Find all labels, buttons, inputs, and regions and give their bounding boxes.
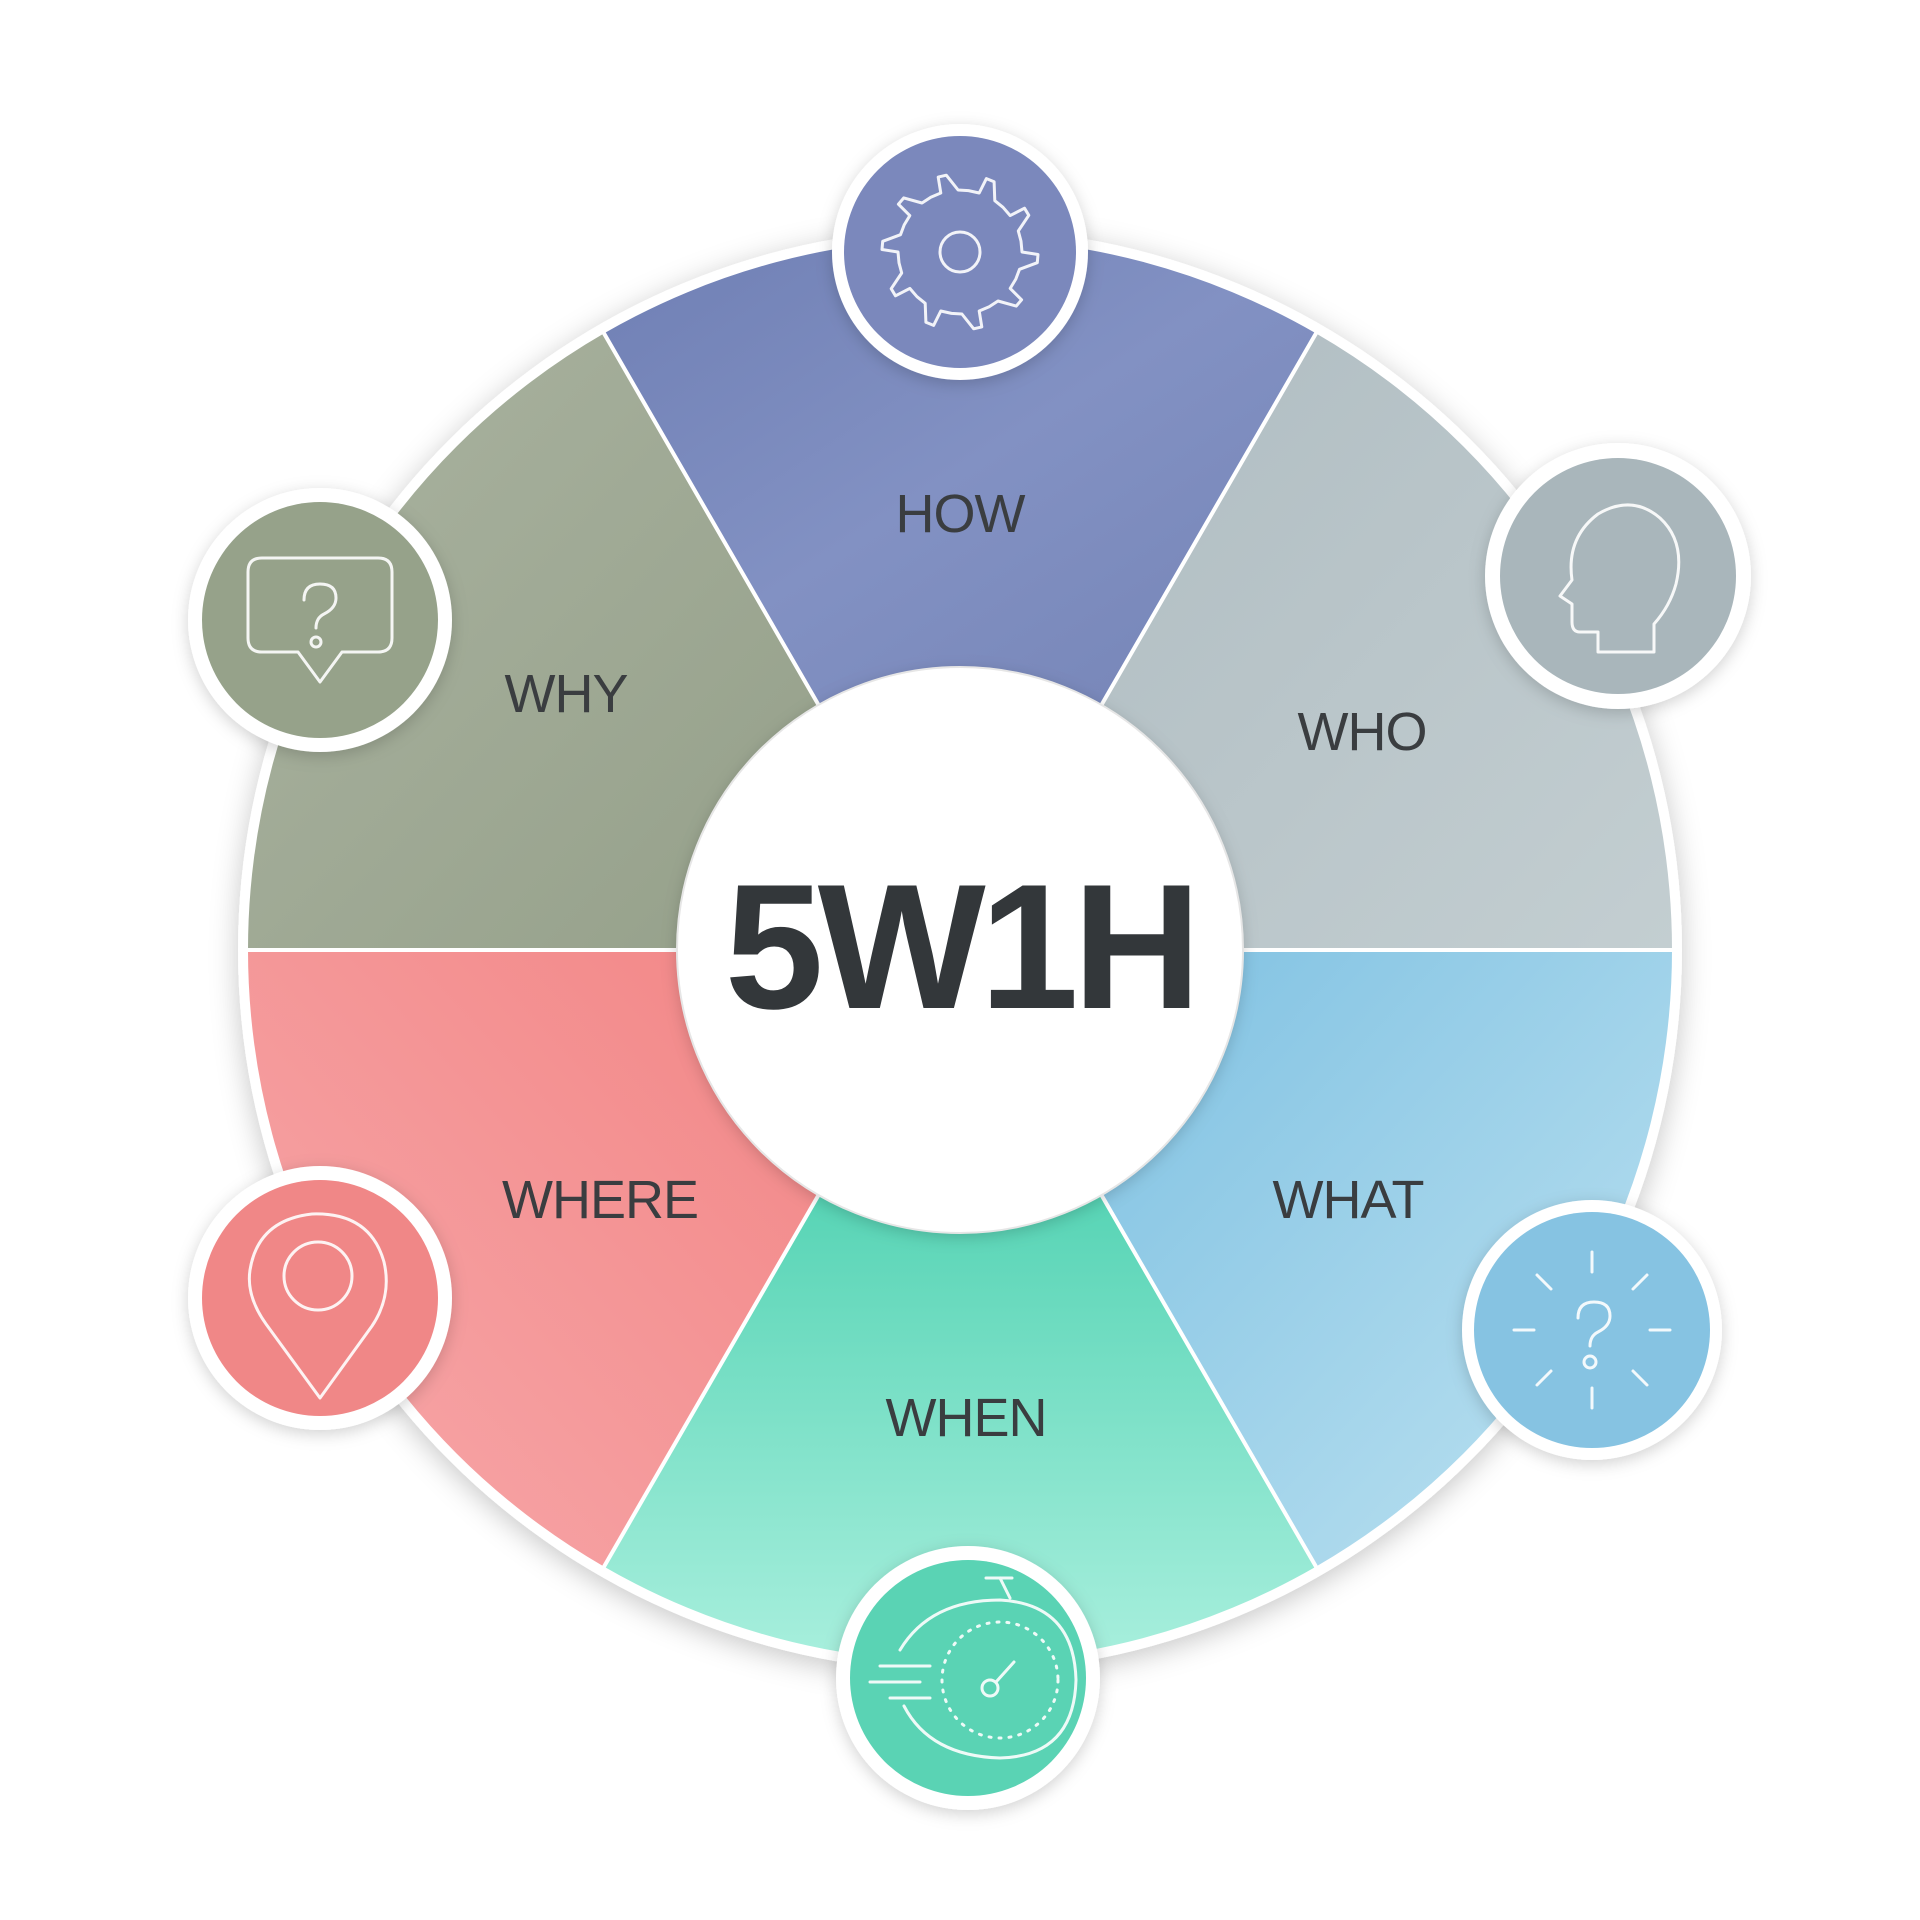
center-circle-border	[676, 666, 1244, 1234]
label-who: WHO	[1298, 702, 1427, 762]
center-circle	[677, 667, 1243, 1233]
segment-where	[248, 950, 819, 1567]
segment-when	[604, 1194, 1316, 1662]
head-icon	[1558, 503, 1681, 654]
divider-line	[600, 328, 821, 707]
segment-why	[248, 333, 819, 951]
location-pin-icon	[247, 1212, 388, 1400]
label-how: HOW	[896, 484, 1026, 544]
where-badge	[188, 1166, 452, 1430]
divider-line	[1099, 1193, 1320, 1572]
label-when: WHEN	[886, 1388, 1047, 1448]
segments	[248, 237, 1672, 1662]
when-badge	[836, 1546, 1100, 1810]
who-badge	[1485, 443, 1751, 709]
segment-dividers	[244, 328, 1676, 1572]
label-why: WHY	[505, 664, 628, 724]
divider-line	[1099, 328, 1320, 707]
segment-who	[1101, 333, 1672, 951]
question-burst-icon	[1512, 1250, 1672, 1410]
why-badge	[188, 488, 452, 752]
how-badge	[832, 124, 1088, 380]
gear-icon	[880, 173, 1040, 331]
center-title: 5W1H	[725, 847, 1196, 1046]
segment-how	[604, 237, 1316, 706]
segment-what	[1101, 950, 1672, 1567]
label-where: WHERE	[502, 1170, 698, 1230]
divider-line	[600, 1193, 821, 1572]
stopwatch-icon	[868, 1576, 1078, 1760]
what-badge	[1462, 1200, 1722, 1460]
question-bubble-icon	[246, 556, 394, 684]
label-what: WHAT	[1273, 1170, 1424, 1230]
